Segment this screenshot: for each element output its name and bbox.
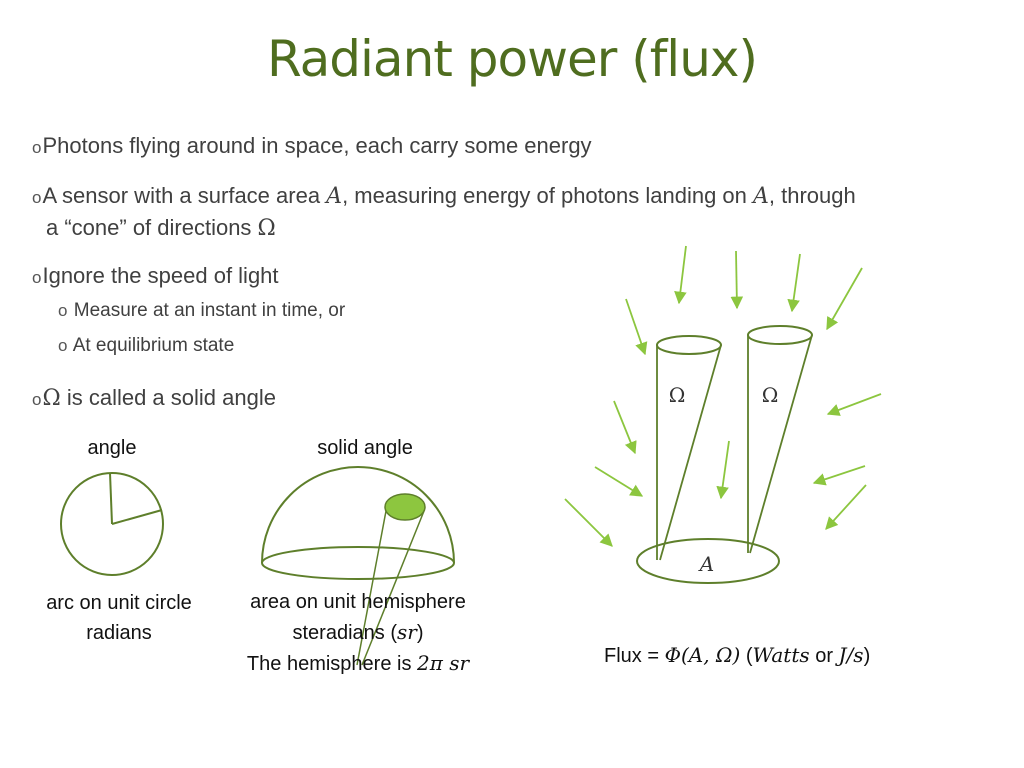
math-2pi-sr: 2π sr xyxy=(417,651,470,675)
radius-line xyxy=(111,509,163,525)
slide-title: Radiant power (flux) xyxy=(267,30,758,88)
caption-line: area on unit hemisphere xyxy=(250,591,466,613)
solid-angle-patch xyxy=(384,493,426,521)
sensor-area-ellipse xyxy=(636,538,780,584)
math-phi: Φ(A, Ω) xyxy=(664,643,741,667)
sub-bullet-equilibrium: o At equilibrium state xyxy=(58,331,234,361)
cone-line xyxy=(356,510,387,666)
formula-text: ( xyxy=(740,645,753,667)
math-joules-per-second: J/s xyxy=(838,643,864,667)
photon-arrow xyxy=(625,298,648,356)
solid-angle-label: solid angle xyxy=(317,437,413,459)
photon-arrow xyxy=(674,245,687,305)
flux-diagram xyxy=(564,245,882,584)
formula-text: ) xyxy=(863,645,871,667)
cone-cap-left xyxy=(656,335,722,355)
bullet-speed-of-light: oIgnore the speed of light xyxy=(32,261,279,293)
photon-arrow xyxy=(826,393,882,416)
bullet-text: At equilibrium state xyxy=(72,335,235,356)
math-watts: Watts xyxy=(752,643,810,667)
bullet-text: is called a solid angle xyxy=(60,385,276,410)
bullet-marker: o xyxy=(32,390,42,409)
hemisphere-base xyxy=(261,546,455,580)
cone-line xyxy=(361,510,425,666)
area-label: A xyxy=(699,552,715,576)
photon-arrow xyxy=(613,400,637,455)
bullet-marker: o xyxy=(32,268,42,287)
bullet-text: Ignore the speed of light xyxy=(42,263,279,288)
bullet-photons: oPhotons flying around in space, each ca… xyxy=(32,131,592,163)
bullet-solid-angle: oΩ is called a solid angle xyxy=(32,383,276,415)
hemisphere-dome xyxy=(261,466,455,564)
solid-angle-caption: area on unit hemisphere steradians (sr) … xyxy=(215,587,501,679)
bullet-text: , measuring energy of photons landing on xyxy=(342,183,754,208)
bullet-marker: o xyxy=(32,138,42,157)
photon-arrow xyxy=(826,267,863,331)
caption-line: The hemisphere is xyxy=(246,653,417,675)
photon-arrow xyxy=(787,253,801,313)
sub-bullet-instant: o Measure at an instant in time, or xyxy=(58,296,345,326)
cone-edge xyxy=(749,334,813,554)
flux-formula: Flux = Φ(A, Ω) (Watts or J/s) xyxy=(604,640,954,671)
bullet-text: a “cone” of directions xyxy=(46,215,258,240)
caption-line: steradians ( xyxy=(292,622,398,644)
angle-label: angle xyxy=(87,437,137,459)
math-sr: sr xyxy=(397,620,417,644)
angle-diagram xyxy=(60,472,164,576)
photon-arrow xyxy=(564,498,613,547)
math-area-a: A xyxy=(753,184,769,209)
angle-caption: arc on unit circle radians xyxy=(22,588,216,648)
bullet-text: Measure at an instant in time, or xyxy=(73,300,346,321)
cone-cap-right xyxy=(747,325,813,345)
bullet-marker: o xyxy=(58,336,68,355)
math-area-a: A xyxy=(326,184,343,209)
bullet-text: Photons flying around in space, each car… xyxy=(42,133,592,158)
unit-circle xyxy=(60,472,164,576)
bullet-text: A sensor with a surface area xyxy=(42,183,327,208)
photon-arrow xyxy=(730,250,744,310)
formula-text: Flux = xyxy=(604,645,665,667)
omega-label-left: Ω xyxy=(668,383,686,407)
solid-angle-diagram xyxy=(261,466,455,666)
omega-label-right: Ω xyxy=(761,383,779,407)
photon-arrow xyxy=(812,465,866,486)
photon-arrow xyxy=(825,484,867,530)
photon-arrow xyxy=(594,466,644,497)
caption-line: arc on unit circle xyxy=(46,592,192,614)
bullet-marker: o xyxy=(58,301,68,320)
caption-line: ) xyxy=(416,622,424,644)
bullet-text: , through xyxy=(768,183,856,208)
photon-arrow xyxy=(716,440,730,500)
formula-text: or xyxy=(809,645,839,667)
radius-line xyxy=(109,472,113,525)
bullet-marker: o xyxy=(32,188,42,207)
caption-line: radians xyxy=(86,622,152,644)
cone-edge xyxy=(659,344,722,561)
math-omega: Ω xyxy=(257,216,276,241)
bullet-sensor: oA sensor with a surface area A, measuri… xyxy=(32,181,1002,244)
math-omega: Ω xyxy=(42,386,61,411)
